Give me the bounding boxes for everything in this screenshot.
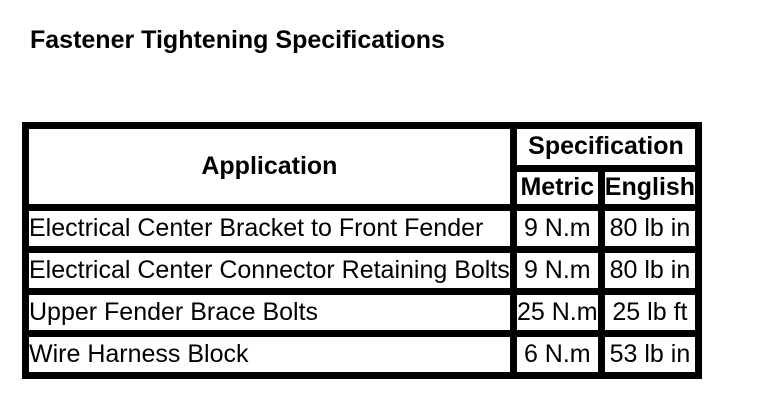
table-row: Upper Fender Brace Bolts 25 N.m 25 lb ft: [22, 288, 703, 337]
fastener-spec-table: Application Specification Metric English…: [22, 122, 703, 379]
header-row-specification: Application Specification: [22, 122, 703, 211]
metric-value-cell: 6 N.m: [509, 330, 605, 379]
english-value-cell: 80 lb in: [597, 204, 703, 253]
page-title: Fastener Tightening Specifications: [30, 26, 445, 54]
table-row: Wire Harness Block 6 N.m 53 lb in: [22, 330, 703, 379]
table-row: Electrical Center Bracket to Front Fende…: [22, 204, 703, 253]
application-cell: Upper Fender Brace Bolts: [22, 288, 517, 337]
english-value-cell: 53 lb in: [597, 330, 703, 379]
col-header-application: Application: [22, 122, 517, 211]
col-header-english: English: [597, 165, 703, 211]
col-header-metric: Metric: [509, 165, 605, 211]
application-cell: Electrical Center Connector Retaining Bo…: [22, 246, 517, 295]
metric-value-cell: 9 N.m: [509, 204, 605, 253]
english-value-cell: 25 lb ft: [597, 288, 703, 337]
english-value-cell: 80 lb in: [597, 246, 703, 295]
table-row: Electrical Center Connector Retaining Bo…: [22, 246, 703, 295]
metric-value-cell: 25 N.m: [509, 288, 605, 337]
header-row-units: Metric English: [26, 165, 703, 211]
metric-value-cell: 9 N.m: [509, 246, 605, 295]
application-cell: Electrical Center Bracket to Front Fende…: [22, 204, 517, 253]
col-header-specification: Specification: [509, 122, 703, 172]
application-cell: Wire Harness Block: [22, 330, 517, 379]
